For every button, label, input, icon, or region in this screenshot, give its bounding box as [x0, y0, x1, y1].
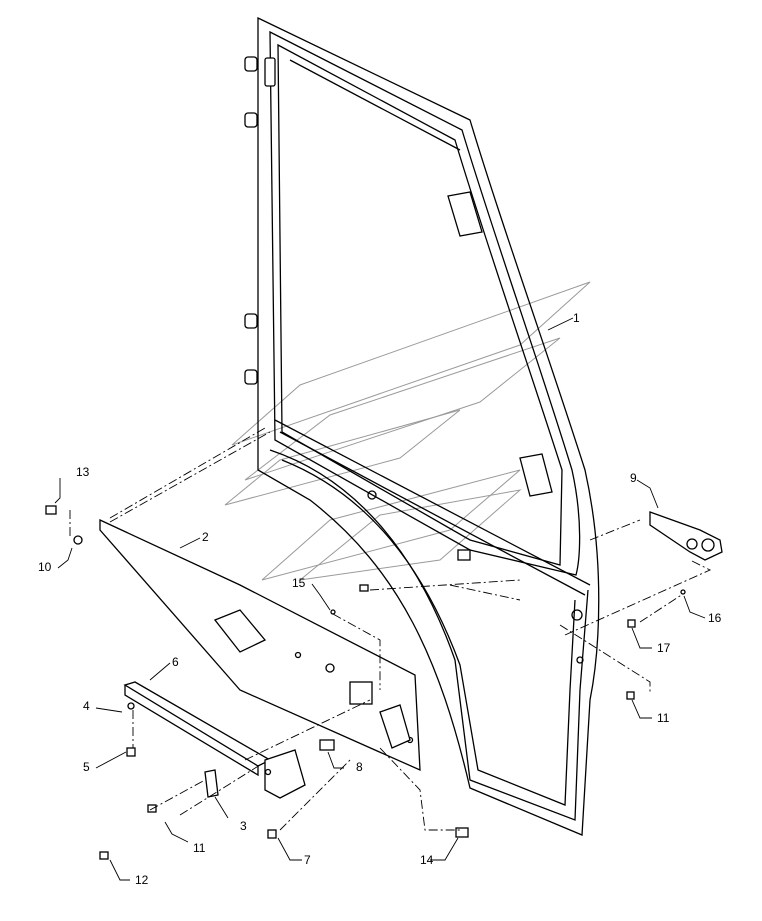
watermark-logo: [224, 281, 591, 581]
door-frame: [244, 16, 600, 836]
callout-8: 8: [356, 760, 363, 774]
alignment-lines: [69, 427, 712, 831]
latch-arm: [123, 681, 306, 799]
callout-5: 5: [83, 760, 90, 774]
callout-1: 1: [573, 311, 580, 325]
callout-12: 12: [135, 873, 149, 887]
callout-7: 7: [304, 853, 311, 867]
callout-6: 6: [172, 655, 179, 669]
callout-2: 2: [202, 530, 209, 544]
callout-16: 16: [708, 611, 722, 625]
callout-3: 3: [240, 819, 247, 833]
callout-11-left: 11: [193, 841, 206, 855]
callout-17: 17: [657, 641, 671, 655]
bracket-bar: [99, 518, 421, 772]
callout-4: 4: [83, 699, 90, 713]
callout-14: 14: [420, 853, 434, 867]
clip-part: [204, 769, 219, 798]
callout-15: 15: [292, 576, 306, 590]
callout-11-right: 11: [657, 711, 670, 725]
callout-9: 9: [630, 471, 637, 485]
outer-handle: [649, 511, 723, 561]
callout-13: 13: [76, 465, 90, 479]
callout-10: 10: [38, 560, 52, 574]
leader-lines: [54, 317, 706, 881]
callout-labels: 1 2 3 4 5 6 7 8 9 10 11 11 12 13 14 15 1…: [38, 311, 722, 887]
latch-plate: [319, 704, 411, 751]
